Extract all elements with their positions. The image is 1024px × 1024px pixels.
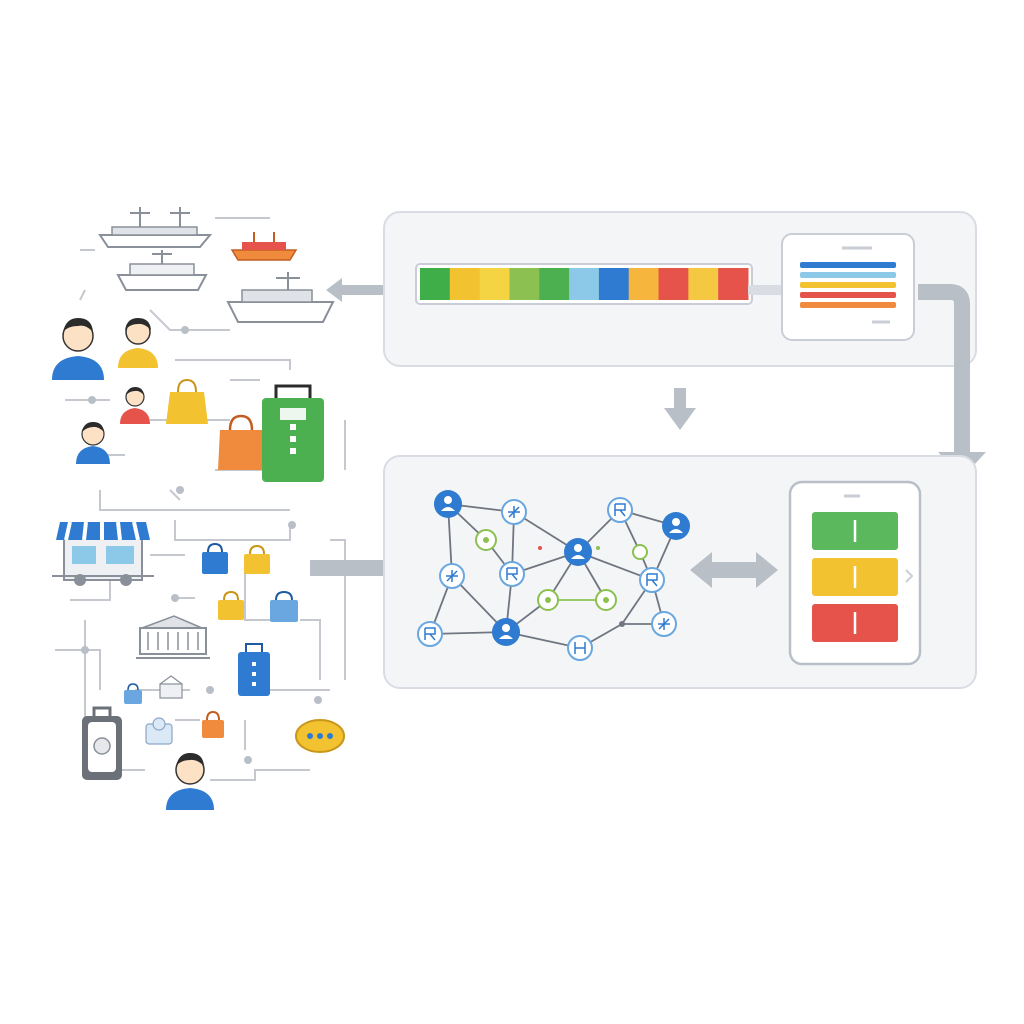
coin-icon xyxy=(295,719,345,753)
building-icon xyxy=(136,615,210,659)
color-strip-segment xyxy=(569,268,600,300)
chevron-right-icon xyxy=(905,569,914,583)
network-node-glyph xyxy=(501,499,527,525)
network-graph xyxy=(417,490,690,661)
shopping-bag-icon xyxy=(218,414,264,470)
luggage-icon xyxy=(82,706,122,780)
shopping-bag-icon xyxy=(166,378,208,424)
building-icon xyxy=(159,675,183,699)
shopping-bag-icon xyxy=(244,544,270,574)
color-strip-segment xyxy=(718,268,749,300)
cargo-ship-icon xyxy=(230,232,298,261)
shopping-bag-icon xyxy=(202,542,228,574)
shopping-bag-icon xyxy=(270,590,298,622)
color-strip-segment xyxy=(479,268,510,300)
network-nodes xyxy=(417,490,690,661)
color-strip-segment xyxy=(509,268,540,300)
color-strip-segment xyxy=(658,268,689,300)
network-node-green xyxy=(632,544,648,560)
card-bar xyxy=(800,282,896,288)
person-icon xyxy=(118,318,158,368)
shopping-bag-icon xyxy=(202,710,224,738)
card-bars xyxy=(800,246,896,324)
network-node-person xyxy=(492,618,520,646)
network-node-glyph xyxy=(567,635,593,661)
network-junction xyxy=(619,621,625,627)
down-arrow-icon xyxy=(664,388,696,430)
phone-buttons xyxy=(812,512,898,642)
shopping-bag-icon xyxy=(218,590,244,620)
network-node-glyph xyxy=(417,621,443,647)
network-spark xyxy=(538,546,542,550)
ship-icon xyxy=(226,272,335,323)
shopping-bag-icon xyxy=(124,683,142,704)
network-node-person xyxy=(434,490,462,518)
network-node-person xyxy=(564,538,592,566)
network-node-green xyxy=(475,529,497,551)
shopping-bag-icon xyxy=(262,384,324,482)
color-strip-segment xyxy=(539,268,570,300)
left-connector-lines xyxy=(55,217,346,781)
network-node-glyph xyxy=(651,611,677,637)
network-node-glyph xyxy=(499,561,525,587)
network-node-green xyxy=(595,589,617,611)
color-strip-segment xyxy=(449,268,481,300)
network-node-person xyxy=(662,512,690,540)
connector-dots xyxy=(81,326,322,764)
network-spark xyxy=(596,546,600,550)
building-icon xyxy=(145,717,173,745)
person-icon xyxy=(52,318,104,380)
ferry-icon xyxy=(116,250,208,291)
shopping-bag-icon xyxy=(238,643,270,696)
color-strip-segment xyxy=(598,268,630,300)
network-node-glyph xyxy=(439,563,465,589)
store-icon xyxy=(52,521,154,586)
network-node-green xyxy=(537,589,559,611)
person-icon xyxy=(76,422,110,464)
card-bar xyxy=(800,302,896,308)
network-node-glyph xyxy=(639,567,665,593)
color-strip-segment xyxy=(420,268,451,300)
card-bar xyxy=(800,262,896,268)
double-arrow-icon xyxy=(690,552,778,588)
person-icon xyxy=(120,387,150,424)
card-bar xyxy=(800,272,896,278)
network-node-glyph xyxy=(607,497,633,523)
double-arrow-icon xyxy=(326,278,408,302)
card-bar xyxy=(800,292,896,298)
color-strip-segment xyxy=(688,268,719,300)
person-icon xyxy=(166,753,214,810)
color-strip-segment xyxy=(628,268,660,300)
color-strip xyxy=(415,263,753,305)
ship-icon xyxy=(98,207,213,248)
